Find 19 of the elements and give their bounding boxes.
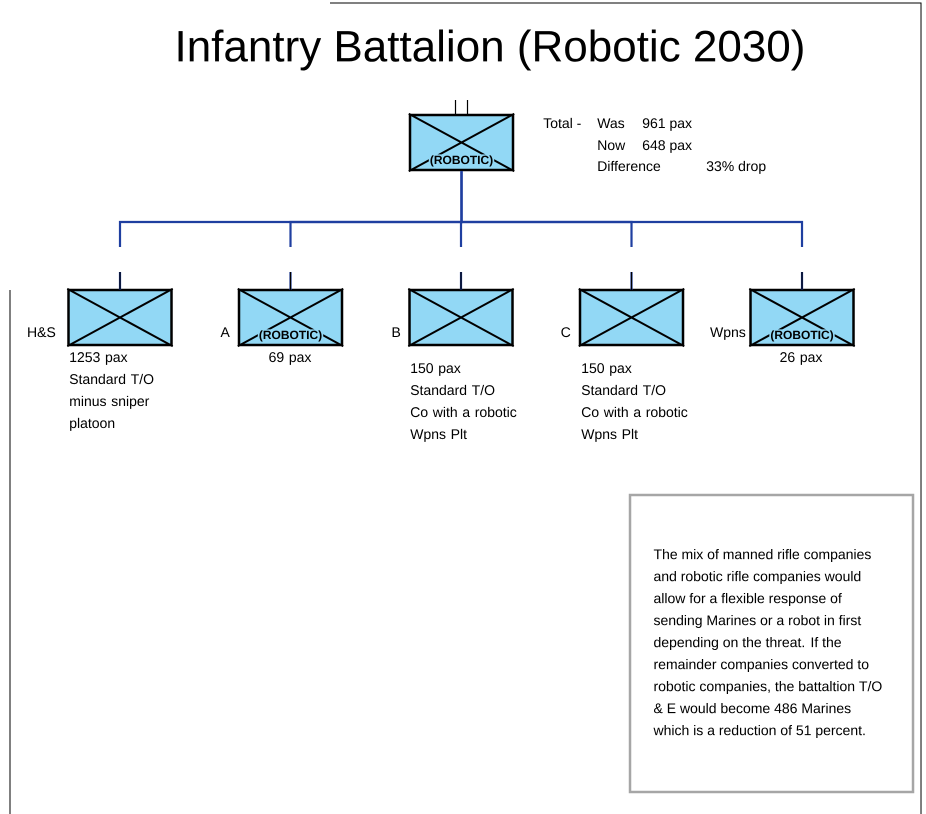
unit-strength-note: 150 pax Standard T/O Co with a robotic Wpns Plt xyxy=(410,363,516,442)
unit-name: B xyxy=(392,327,400,337)
unit-name: A xyxy=(220,327,230,337)
unit-strength-note: 69 pax xyxy=(269,352,312,365)
total-strength-text: 648 pax xyxy=(642,140,692,153)
total-strength-text: Was xyxy=(597,118,624,128)
unit-name: C xyxy=(561,327,570,338)
unit-strength-note: 1253 pax Standard T/O minus sniper platoon xyxy=(70,352,154,431)
total-strength-text: Difference xyxy=(598,160,660,172)
total-strength-text: Now xyxy=(598,140,626,150)
unit-strength-note: 150 pax Standard T/O Co with a robotic Wpns Plt xyxy=(581,363,688,442)
unit-name: H&S xyxy=(28,327,56,338)
unit-strength-note: 26 pax xyxy=(780,352,822,365)
note-box: The mix of manned rifle companies and robotic rifle companies would allow for a flexible response of sending Marines or a robot in first depending on the threat. If the remainder companies converted to robotic companies, the battaltion T/O & E would become 486 Marines which is a reduction of 51 percent. xyxy=(628,494,914,794)
total-strength-text: Total - xyxy=(544,118,581,128)
total-strength-text: 961 pax xyxy=(642,118,692,131)
unit-name: Wpns xyxy=(710,327,746,340)
title: Infantry Battalion (Robotic 2030) xyxy=(178,29,803,70)
total-strength-text: 33% drop xyxy=(706,160,766,174)
